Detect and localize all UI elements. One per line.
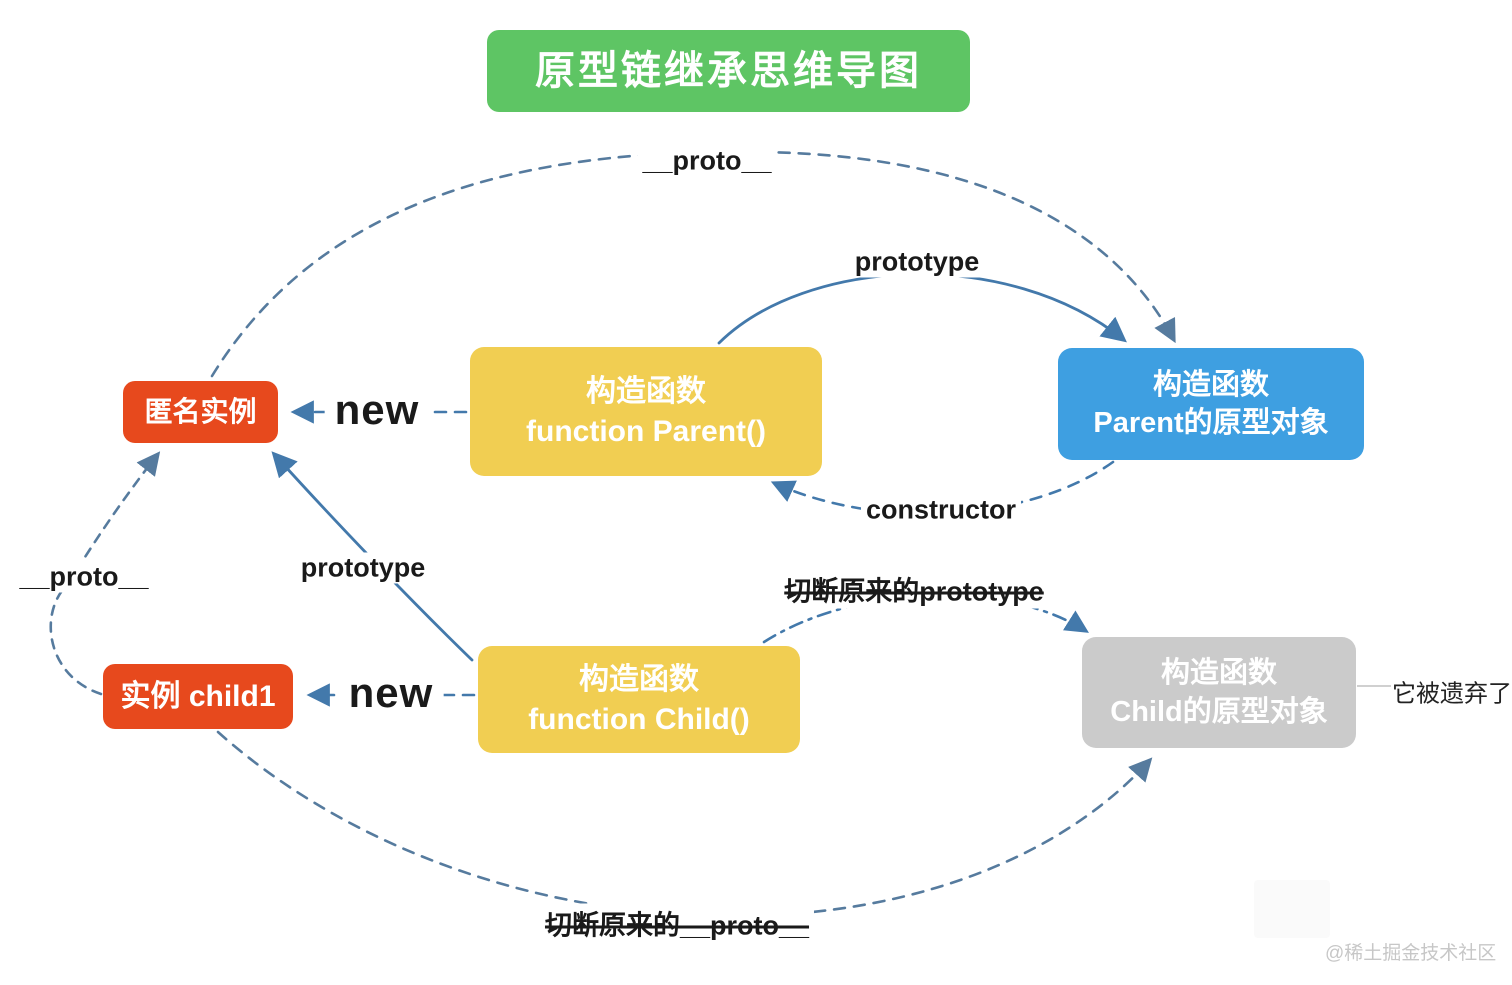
edge-cut-proto-bottom	[216, 730, 1153, 918]
node-child-prototype-line2: Child的原型对象	[1110, 695, 1328, 728]
label-proto-left: __proto__	[14, 561, 154, 593]
node-parent-function-line2: function Parent()	[526, 414, 766, 448]
label-cut-prototype: 切断原来的prototype	[779, 569, 1049, 609]
edge-proto-top	[210, 150, 1176, 378]
node-child-prototype: 构造函数 Child的原型对象	[1082, 637, 1356, 748]
label-new-bottom: new	[338, 669, 444, 717]
node-child1-instance-label: 实例 child1	[120, 679, 276, 713]
label-prototype-mid: prototype	[295, 552, 431, 584]
diagram-title: 原型链继承思维导图	[487, 30, 970, 112]
node-parent-prototype: 构造函数 Parent的原型对象	[1058, 348, 1364, 460]
label-proto-top: __proto__	[637, 145, 777, 177]
label-constructor: constructor	[860, 494, 1022, 526]
label-prototype-top: prototype	[849, 246, 985, 278]
watermark-text: @稀土掘金技术社区	[1325, 943, 1497, 964]
label-new-top: new	[324, 386, 430, 434]
node-child-prototype-line1: 构造函数	[1160, 657, 1277, 690]
node-parent-function: 构造函数 function Parent()	[470, 347, 822, 476]
watermark-logo-ghost	[1254, 880, 1330, 938]
node-parent-function-line1: 构造函数	[586, 374, 706, 408]
node-child-function-line1: 构造函数	[579, 662, 699, 696]
node-child-function-line2: function Child()	[528, 702, 750, 736]
node-parent-prototype-line2: Parent的原型对象	[1093, 407, 1329, 439]
node-child-function: 构造函数 function Child()	[478, 646, 800, 753]
label-cut-proto: 切断原来的__proto__	[539, 903, 815, 943]
diagram-title-text: 原型链继承思维导图	[535, 48, 922, 93]
edge-prototype-top	[717, 272, 1127, 345]
node-parent-prototype-line1: 构造函数	[1152, 368, 1269, 401]
label-abandoned-note: 它被遗弃了	[1392, 680, 1512, 708]
node-child1-instance: 实例 child1	[103, 664, 293, 729]
node-anonymous-instance-label: 匿名实例	[144, 395, 257, 427]
node-anonymous-instance: 匿名实例	[123, 381, 278, 443]
